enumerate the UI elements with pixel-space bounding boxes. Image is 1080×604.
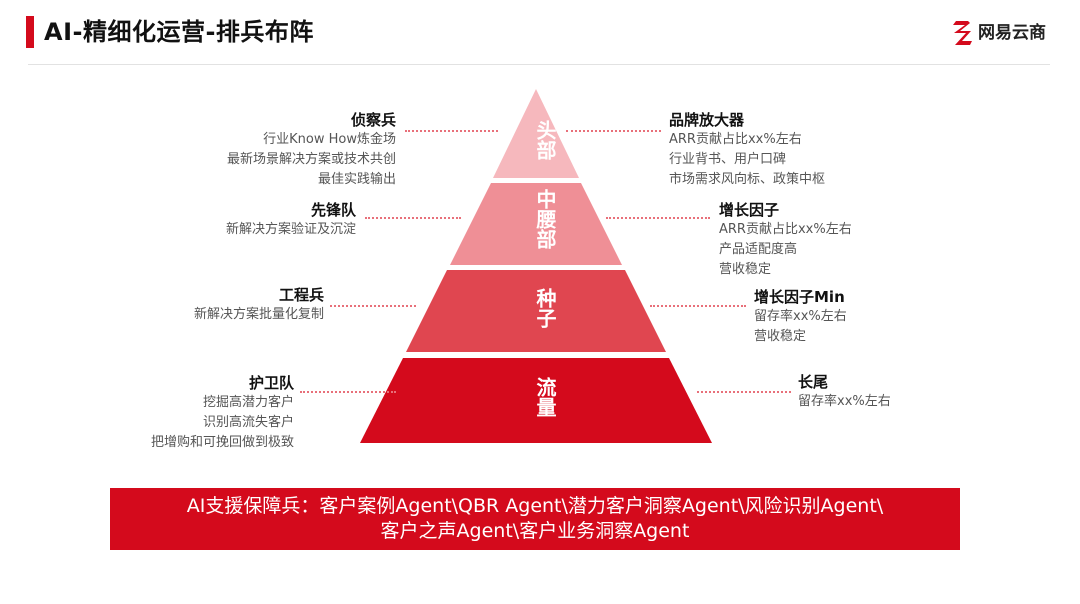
block-line: 挖掘高潜力客户	[202, 395, 294, 410]
right-block-growth-factor-min: 增长因子Min 留存率xx%左右 营收稳定	[754, 287, 847, 347]
tier-mid-shape	[406, 270, 666, 352]
title-accent-bar	[26, 16, 34, 48]
block-line: 最新场景解决方案或技术共创	[226, 152, 396, 167]
block-heading: 增长因子Min	[754, 288, 845, 306]
tier-label-base: 流量	[533, 377, 557, 417]
block-line: 把增购和可挽回做到极致	[150, 435, 294, 450]
connector-left-4	[300, 391, 396, 393]
connector-right-3	[650, 305, 746, 307]
block-line: 留存率xx%左右	[798, 394, 891, 409]
logo-text: 网易云商	[978, 23, 1046, 43]
banner-line-2: 客户之声Agent\客户业务洞察Agent	[380, 520, 690, 542]
block-heading: 长尾	[798, 373, 829, 391]
tier-top-shape	[493, 89, 579, 178]
block-line: ARR贡献占比xx%左右	[669, 132, 802, 147]
banner-line-1: AI支援保障兵：客户案例Agent\QBR Agent\潜力客户洞察Agent\…	[186, 495, 884, 517]
tier-label-top: 头部	[533, 120, 557, 160]
block-line: ARR贡献占比xx%左右	[719, 222, 852, 237]
ai-support-banner: AI支援保障兵：客户案例Agent\QBR Agent\潜力客户洞察Agent\…	[110, 488, 960, 550]
page-title: AI-精细化运营-排兵布阵	[44, 18, 314, 46]
block-line: 行业背书、用户口碑	[669, 152, 787, 167]
block-line: 新解决方案验证及沉淀	[225, 222, 356, 237]
block-line: 营收稳定	[754, 329, 807, 344]
left-block-guard: 护卫队 挖掘高潜力客户 识别高流失客户 把增购和可挽回做到极致	[151, 373, 294, 453]
block-line: 营收稳定	[719, 262, 772, 277]
connector-right-2	[606, 217, 710, 219]
block-line: 留存率xx%左右	[754, 309, 847, 324]
block-heading: 增长因子	[719, 201, 780, 219]
tier-label-upper: 中腰部	[533, 189, 557, 249]
block-line: 市场需求风向标、政策中枢	[669, 172, 826, 187]
connector-right-1	[566, 130, 661, 132]
connector-left-2	[365, 217, 461, 219]
tier-base-shape	[360, 358, 712, 443]
block-heading: 护卫队	[248, 374, 294, 392]
block-heading: 侦察兵	[350, 111, 396, 129]
block-heading: 先锋队	[310, 201, 356, 219]
block-line: 产品适配度高	[719, 242, 798, 257]
connector-right-4	[697, 391, 791, 393]
block-heading: 品牌放大器	[669, 111, 745, 129]
right-block-long-tail: 长尾 留存率xx%左右	[798, 372, 891, 412]
left-block-vanguard: 先锋队 新解决方案验证及沉淀	[226, 200, 356, 240]
right-block-growth-factor: 增长因子 ARR贡献占比xx%左右 产品适配度高 营收稳定	[719, 200, 852, 280]
block-line: 新解决方案批量化复制	[193, 307, 324, 322]
block-line: 最佳实践输出	[317, 172, 396, 187]
left-block-scout: 侦察兵 行业Know How炼金场 最新场景解决方案或技术共创 最佳实践输出	[227, 110, 396, 190]
left-block-engineer: 工程兵 新解决方案批量化复制	[194, 285, 324, 325]
tier-label-mid: 种子	[533, 288, 557, 328]
block-heading: 工程兵	[278, 286, 324, 304]
block-line: 行业Know How炼金场	[263, 132, 396, 147]
connector-left-1	[405, 130, 498, 132]
header-divider	[28, 64, 1050, 65]
block-line: 识别高流失客户	[202, 415, 294, 430]
tier-upper-shape	[450, 183, 622, 265]
connector-left-3	[330, 305, 416, 307]
netease-yunshang-logo-icon	[953, 21, 972, 45]
right-block-brand-amplifier: 品牌放大器 ARR贡献占比xx%左右 行业背书、用户口碑 市场需求风向标、政策中…	[669, 110, 825, 190]
